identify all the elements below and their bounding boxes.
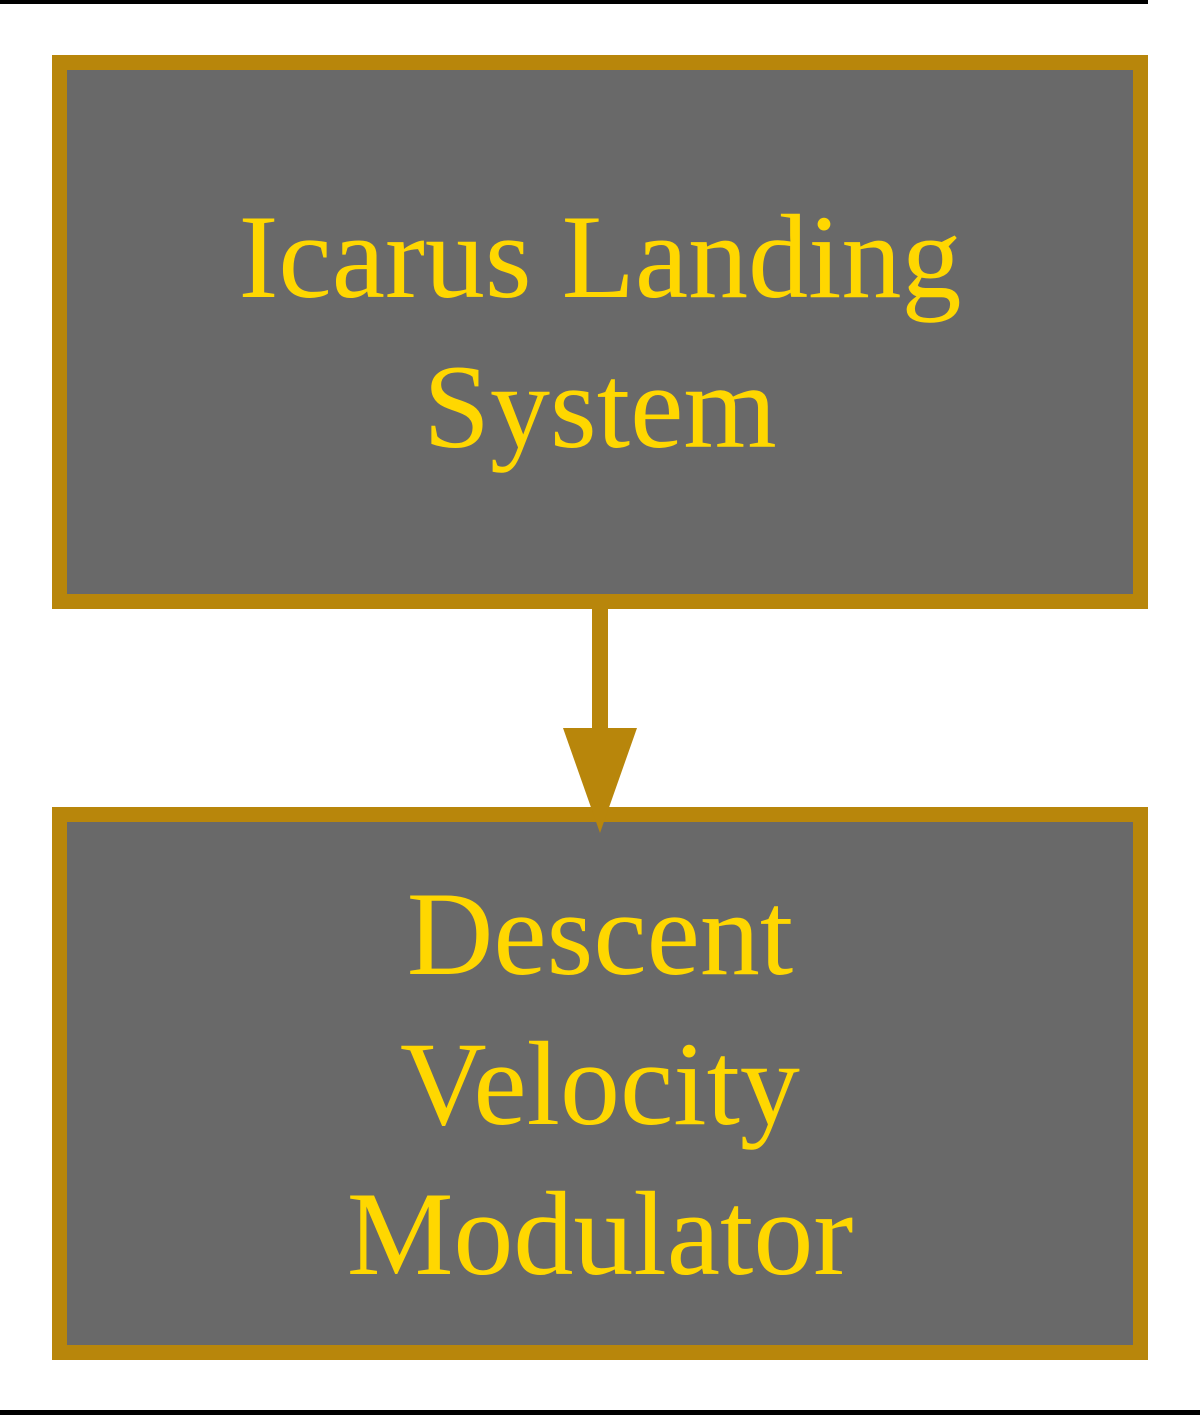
node-label: Descent Velocity Modulator: [346, 866, 854, 1300]
node-descent-velocity-modulator: Descent Velocity Modulator: [52, 807, 1148, 1360]
frame-bar-bottom: [0, 1410, 1200, 1415]
node-label: Icarus Landing System: [238, 190, 962, 473]
edge-shaft: [592, 596, 608, 740]
frame-bar-top: [0, 0, 1148, 4]
node-icarus-landing-system: Icarus Landing System: [52, 55, 1148, 609]
